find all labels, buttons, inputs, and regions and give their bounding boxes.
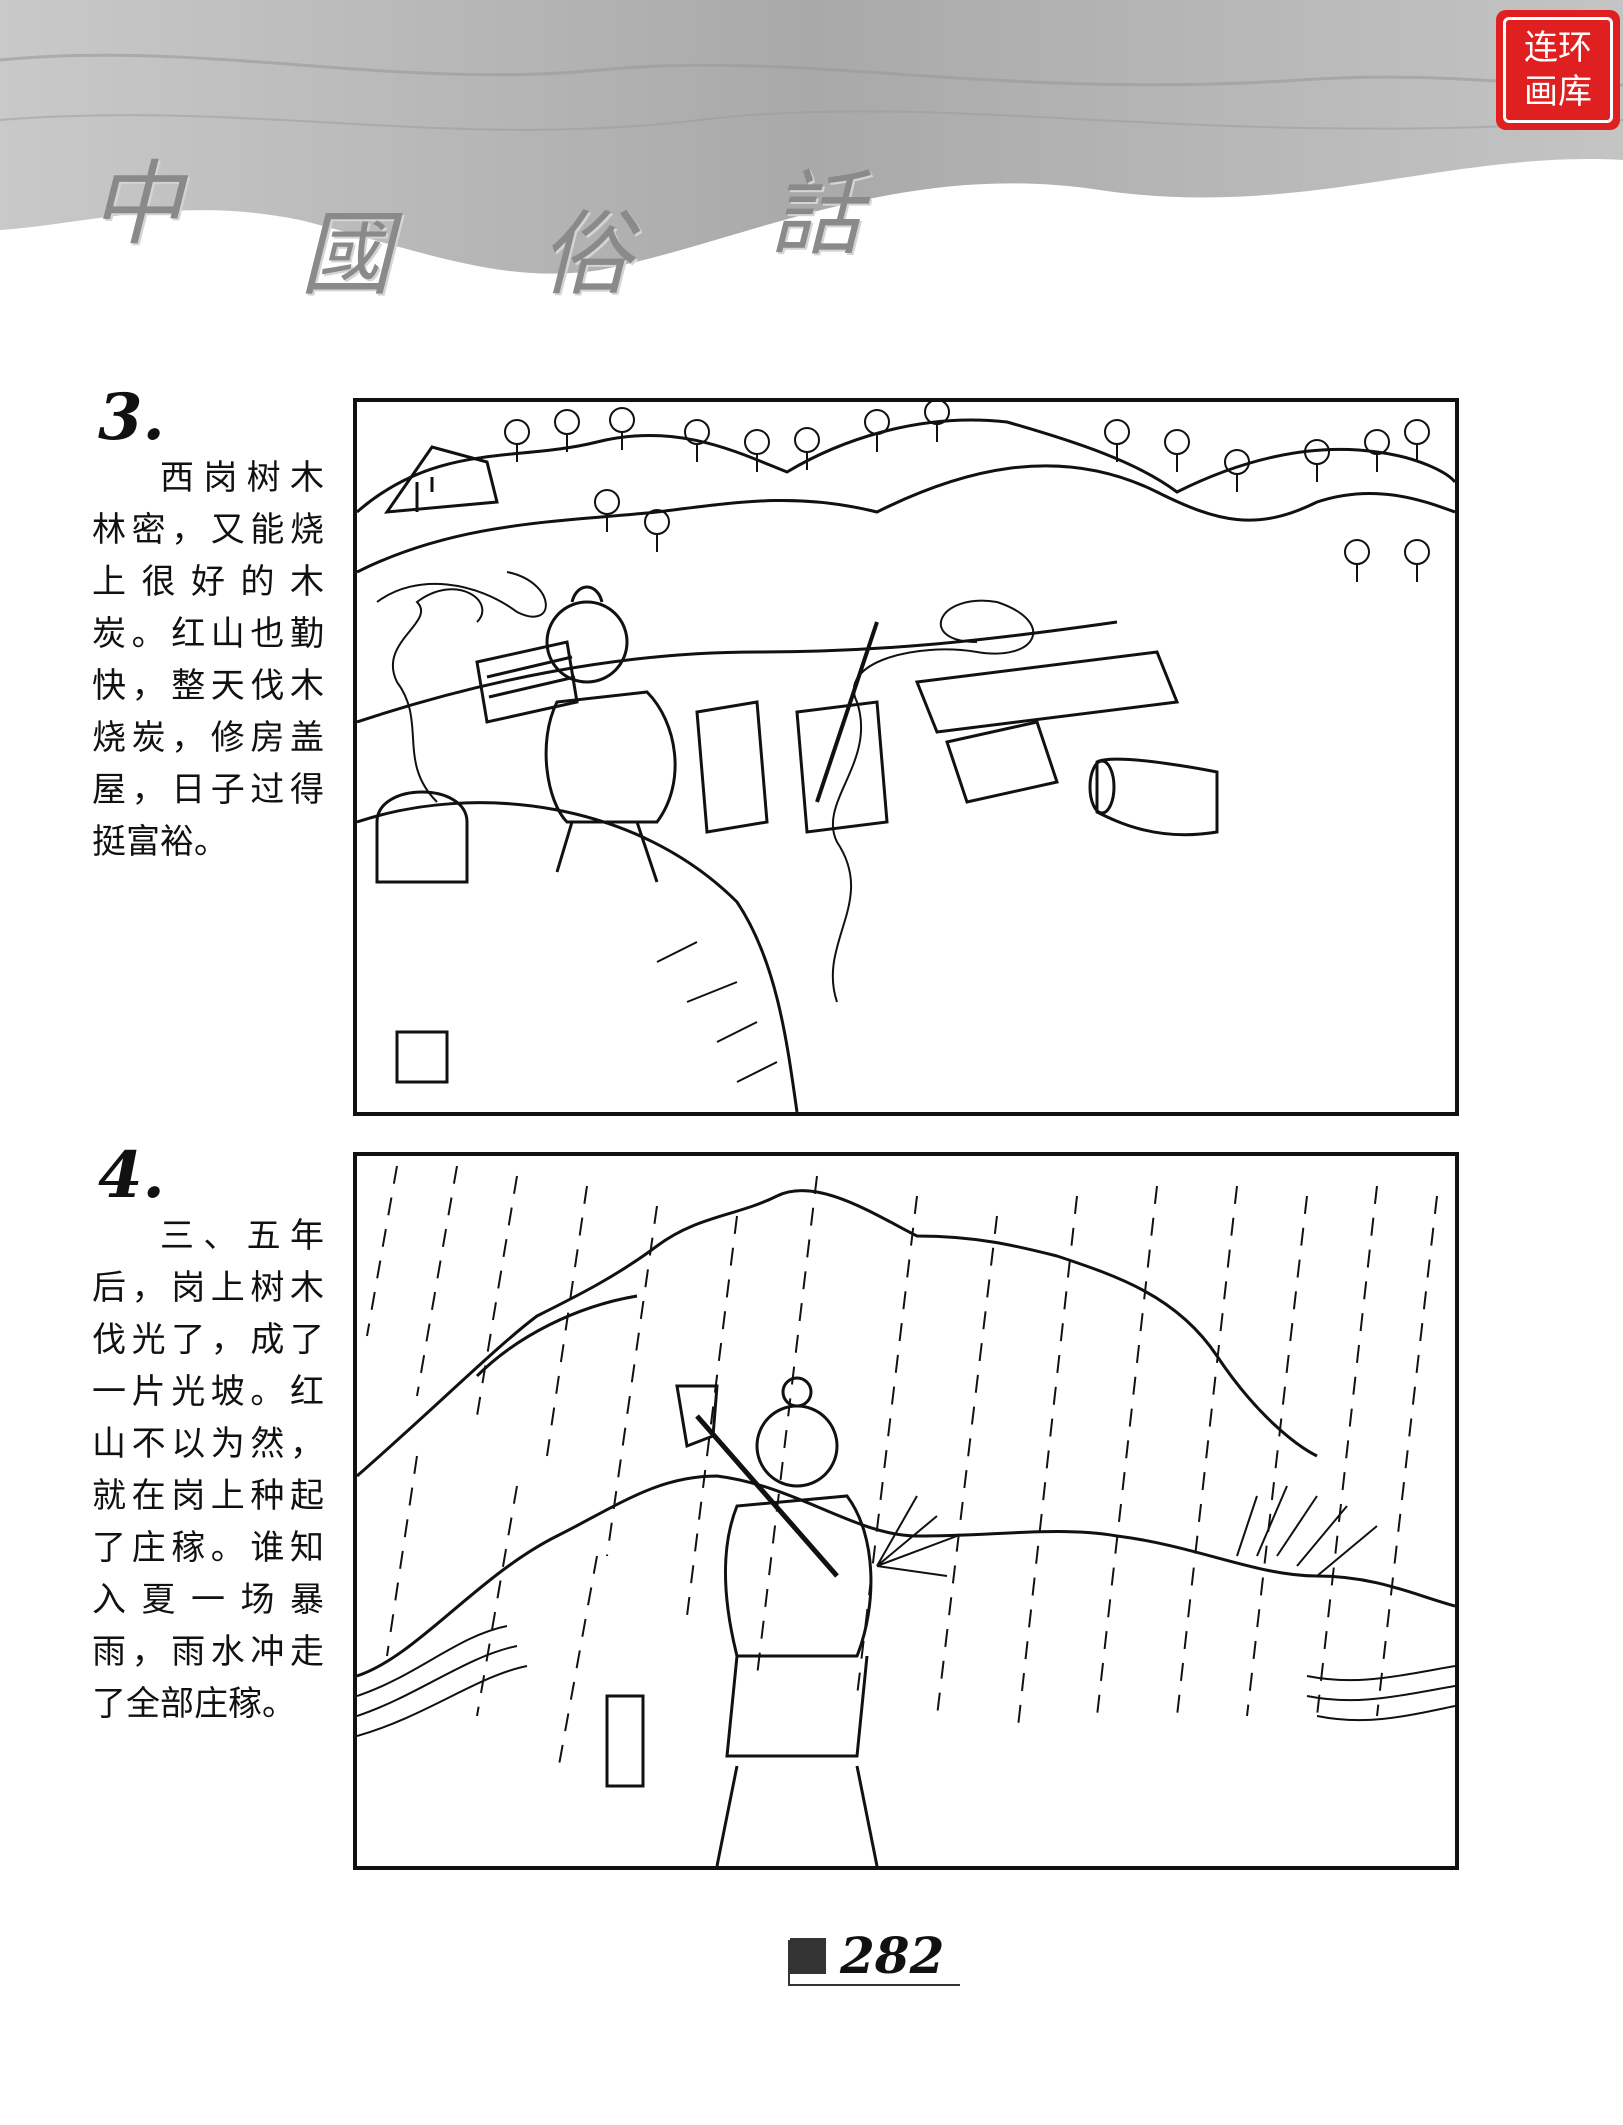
page-number-marker-icon [790, 1937, 826, 1974]
title-char-1: 中 [90, 151, 183, 258]
seal-line-1: 连环 [1524, 28, 1592, 68]
page-number-bracket [788, 1940, 790, 1986]
panel-4-illustration [353, 1152, 1459, 1870]
title-char-4: 話 [770, 161, 863, 268]
page-number: 282 [790, 1926, 944, 1985]
seal-line-2: 画库 [1524, 72, 1592, 112]
seal-stamp: 连环 画库 [1496, 10, 1620, 130]
page-number-text: 282 [840, 1926, 945, 1985]
woodcutter-scene [357, 402, 1455, 1112]
panel-3-caption: 西岗树木林密，又能烧上很好的木炭。红山也勤快，整天伐木烧炭，修房盖屋，日子过得挺… [92, 458, 324, 862]
page-number-underline [788, 1984, 960, 1986]
panel-4-number: 4. [98, 1138, 165, 1213]
title-char-3: 俗 [540, 201, 633, 308]
panel-4-caption: 三、五年后，岗上树木伐光了，成了一片光坡。红山不以为然，就在岗上种起了庄稼。谁知… [92, 1216, 324, 1724]
title-char-2: 國 [300, 201, 393, 308]
rainstorm-scene [357, 1165, 1455, 1866]
header-banner: 中 國 俗 話 [0, 0, 1623, 308]
panel-3-illustration [353, 398, 1459, 1116]
banner-background [0, 0, 1623, 274]
panel-3-number: 3. [98, 380, 165, 455]
